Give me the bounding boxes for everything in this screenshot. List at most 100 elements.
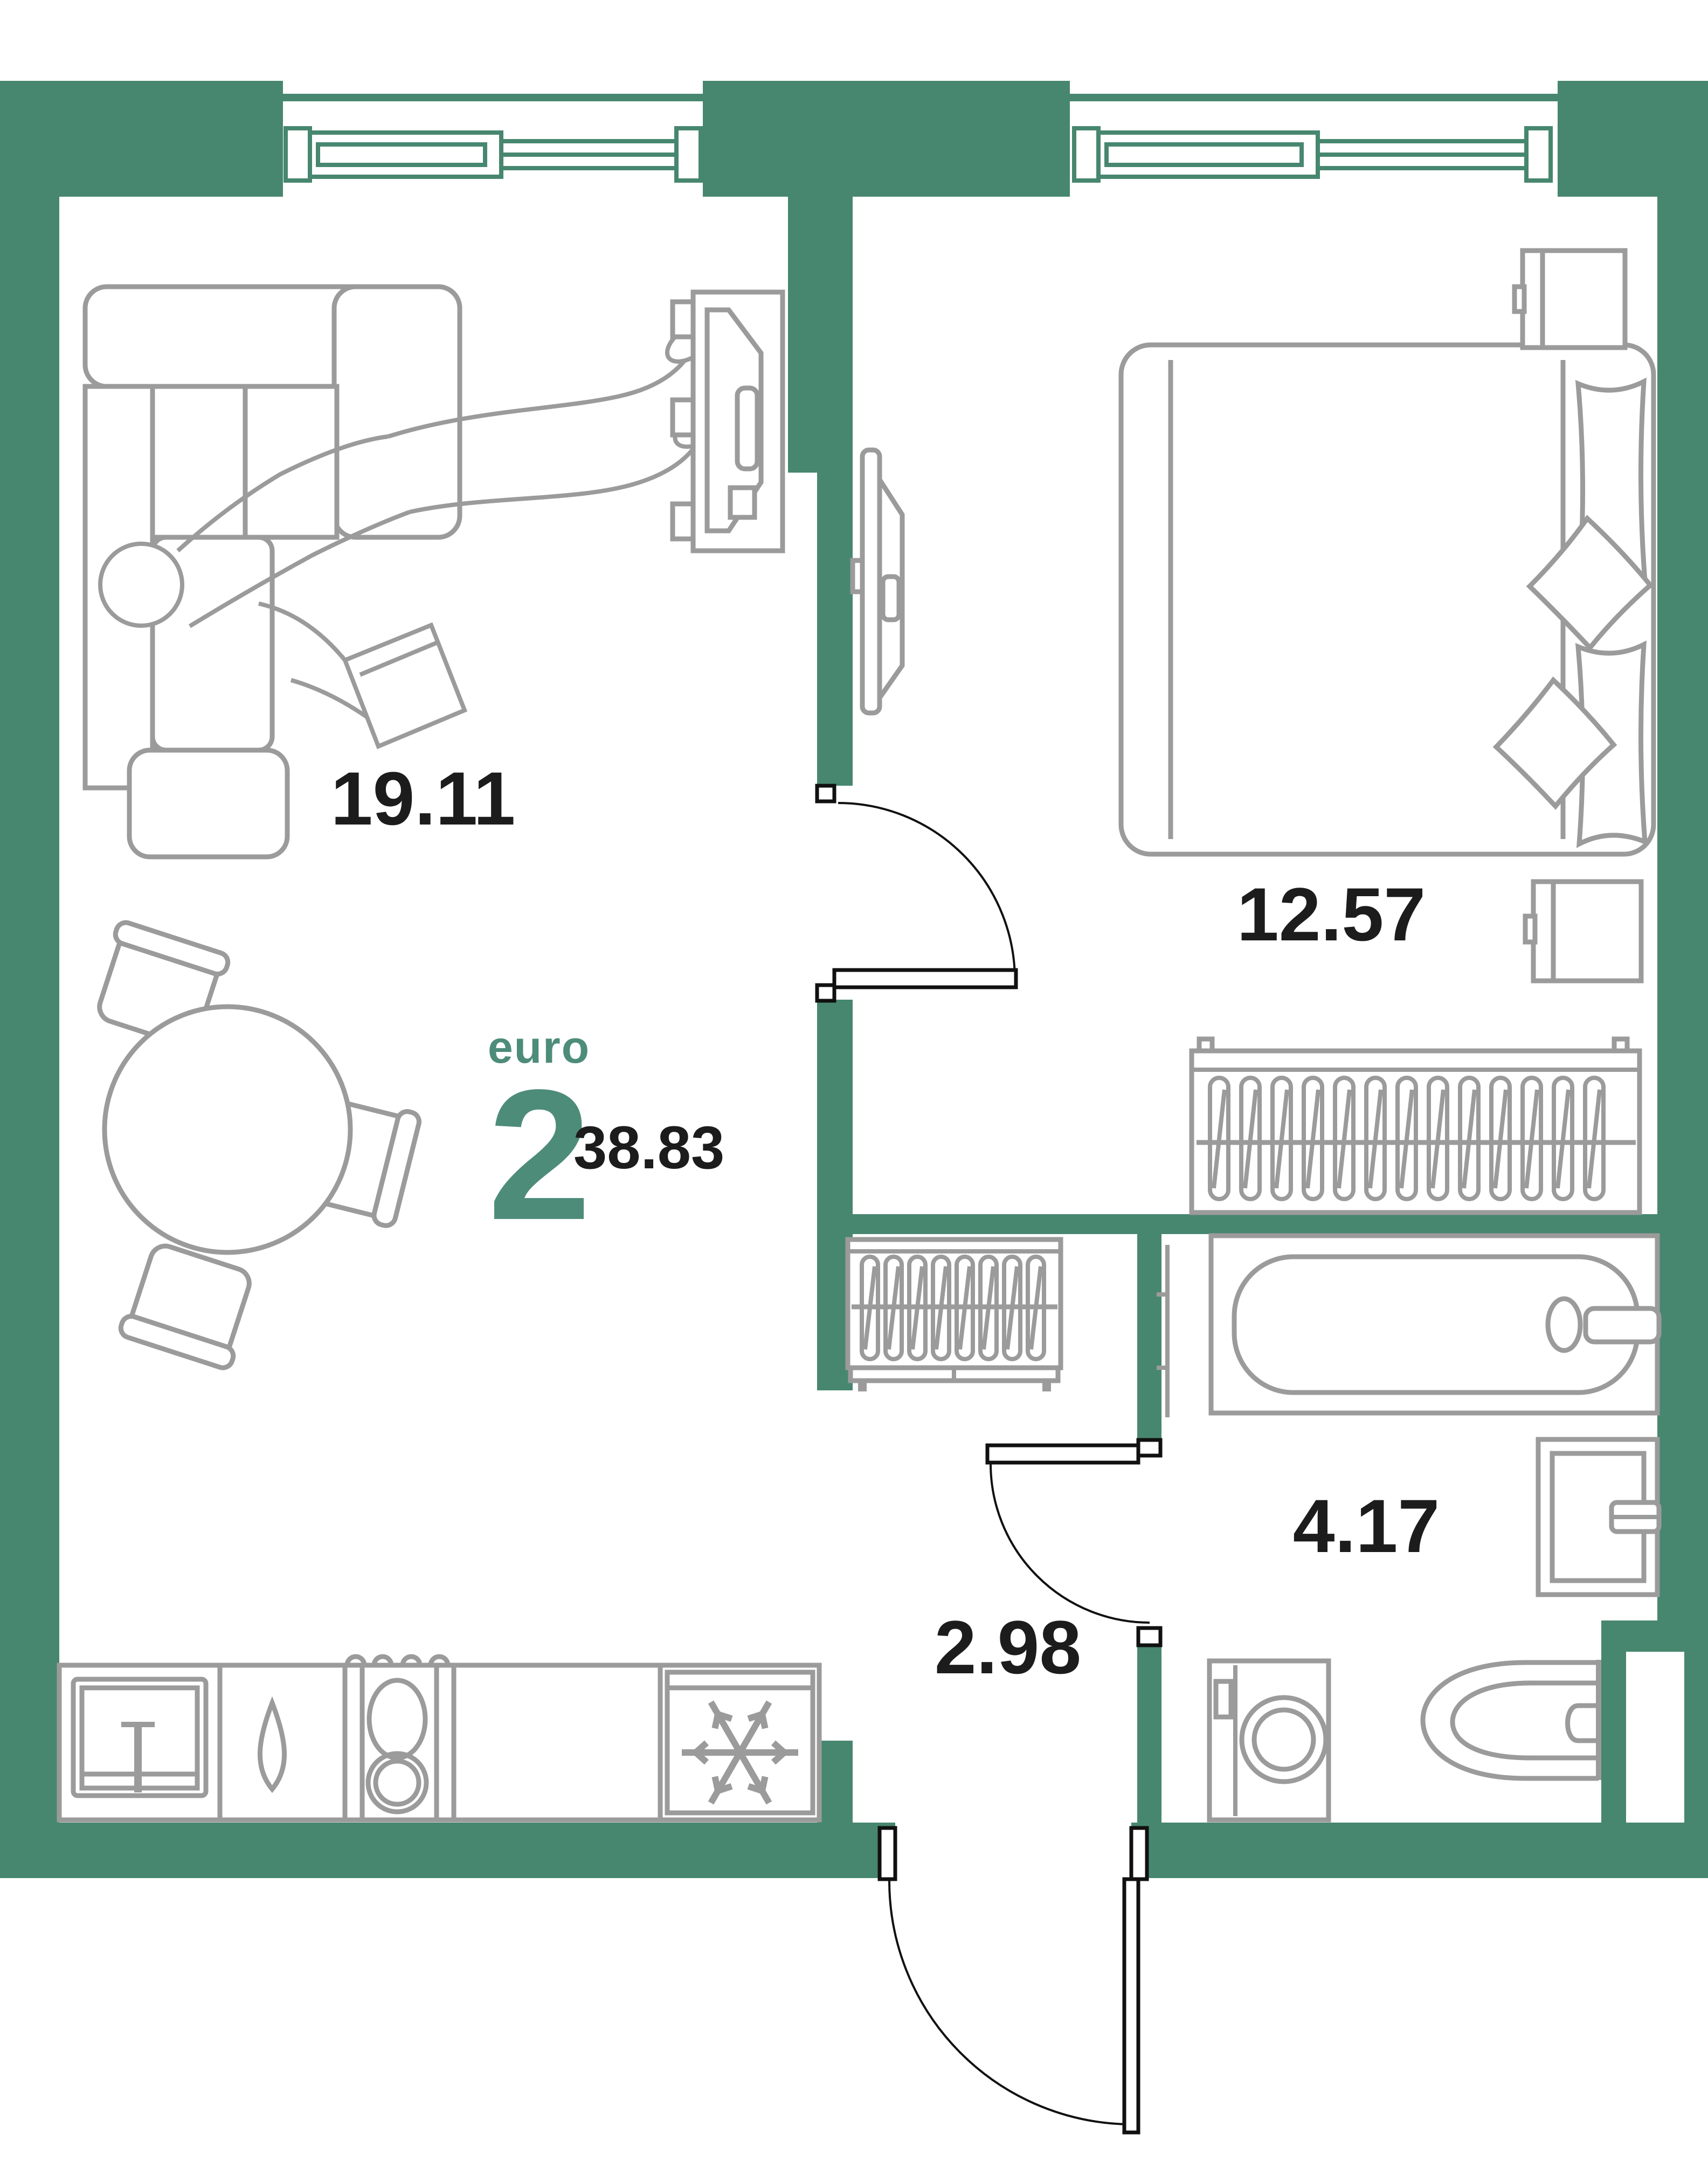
plan-title: euro 2 38.83 xyxy=(488,1022,724,1259)
window-outer-notch xyxy=(1070,81,1558,94)
person-head xyxy=(98,542,184,628)
handle xyxy=(1512,284,1527,314)
bed xyxy=(1118,342,1656,857)
entry-opening xyxy=(895,1821,1131,1879)
door-jamb xyxy=(815,983,836,1003)
round-table xyxy=(102,1004,353,1255)
burner xyxy=(365,1751,429,1814)
toilet-flush xyxy=(1565,1703,1599,1743)
room-label-bathroom: 4.17 xyxy=(1293,1484,1440,1568)
nightstand-bottom xyxy=(1523,879,1644,983)
bathtub-faucet xyxy=(1583,1306,1662,1345)
burner xyxy=(367,1678,428,1761)
door-jamb xyxy=(1136,1438,1163,1458)
window-jamb-left xyxy=(283,126,312,183)
person-arm xyxy=(258,601,347,662)
plan-type-label: euro xyxy=(488,1022,590,1072)
washing-machine xyxy=(1207,1658,1331,1823)
room-label-hallway: 2.98 xyxy=(935,1605,1081,1689)
plan-rooms-count: 2 xyxy=(488,1051,591,1259)
cushion xyxy=(1526,515,1654,652)
toilet xyxy=(1420,1660,1601,1781)
person-torso xyxy=(176,434,389,552)
wall-toilet-connector xyxy=(1601,1620,1708,1652)
stove xyxy=(344,1654,451,1814)
person-leg xyxy=(409,430,706,514)
plan-total-area: 38.83 xyxy=(573,1114,724,1181)
wardrobe-hallway xyxy=(845,1237,1063,1391)
wall-kitchen-stub xyxy=(817,1741,853,1823)
towel-radiator xyxy=(1157,1245,1170,1417)
duct-niche xyxy=(1626,1652,1684,1823)
wardrobe-foot xyxy=(1042,1381,1051,1391)
window-jamb-left xyxy=(1072,126,1101,183)
tv-stand xyxy=(880,574,902,622)
tv-bedroom xyxy=(850,447,905,716)
door-entry xyxy=(877,1826,1149,2135)
dining-table-set xyxy=(97,920,421,1370)
door-bathroom xyxy=(985,1438,1163,1647)
burner-inner xyxy=(373,1758,421,1807)
kitchen-counter xyxy=(57,1654,822,1823)
door-swing-arc xyxy=(990,1463,1150,1624)
wall-hall-bath-upper xyxy=(1137,1234,1161,1440)
fridge xyxy=(665,1670,815,1816)
door-leaf xyxy=(1122,1877,1140,2135)
kitchen-sink xyxy=(71,1677,209,1798)
window-outer-notch xyxy=(283,81,703,94)
door-jamb xyxy=(815,784,836,804)
washer-drum-inner xyxy=(1251,1707,1316,1772)
tv-box xyxy=(728,485,757,520)
window-sash-inner xyxy=(316,142,487,167)
door-leaf xyxy=(832,968,1018,989)
bathtub-drain xyxy=(1545,1296,1583,1353)
wall-hall-bath-lower xyxy=(1137,1645,1161,1823)
cushion xyxy=(1492,676,1617,810)
window-jamb-right xyxy=(1524,126,1553,183)
bathtub-outer xyxy=(1208,1233,1660,1416)
tv-unit-living xyxy=(670,289,785,553)
door-swing-arc xyxy=(888,1880,1131,2125)
wardrobe-foot xyxy=(858,1381,867,1391)
sofa-armrest xyxy=(127,747,290,860)
walls xyxy=(0,81,1708,1879)
room-label-bedroom: 12.57 xyxy=(1237,872,1426,957)
wall-bottom xyxy=(0,1823,1708,1878)
wall-bedroom-bath-horizontal xyxy=(817,1214,1657,1234)
window-jamb-right xyxy=(674,126,703,183)
drop-icon xyxy=(258,1696,287,1793)
toilet-rim xyxy=(1420,1660,1599,1781)
tv-screen xyxy=(704,307,764,534)
tv-stand xyxy=(735,385,760,472)
door-leaf xyxy=(985,1443,1140,1465)
faucet xyxy=(134,1724,142,1792)
door-jamb xyxy=(1136,1626,1163,1647)
wall-living-bedroom-upper xyxy=(788,197,853,473)
snowflake-icon xyxy=(682,1700,798,1805)
bathroom-sink xyxy=(1536,1437,1662,1597)
nightstand-top xyxy=(1512,248,1628,350)
toilet-bowl xyxy=(1450,1680,1599,1761)
book-spine xyxy=(359,640,439,677)
room-label-living: 19.11 xyxy=(331,756,516,841)
wall-right xyxy=(1657,81,1708,1878)
wardrobe-bedroom xyxy=(1189,1036,1642,1215)
door-jamb xyxy=(877,1826,897,1881)
person-arm xyxy=(290,678,368,719)
window-living xyxy=(283,81,703,197)
wall-toilet-strip xyxy=(1601,1652,1626,1825)
book xyxy=(342,622,468,750)
washer-knob xyxy=(1213,1679,1234,1720)
window-sash-inner xyxy=(1104,142,1304,167)
washer-drum xyxy=(1239,1695,1329,1784)
stove-knobs xyxy=(344,1654,451,1666)
door-bedroom xyxy=(815,784,1018,1003)
door-jamb xyxy=(1129,1826,1149,1881)
door-swing-arc xyxy=(838,802,1016,980)
person-leg xyxy=(387,344,696,439)
wall-left xyxy=(0,81,59,1878)
handle xyxy=(1523,913,1538,945)
bathtub xyxy=(1208,1233,1662,1416)
